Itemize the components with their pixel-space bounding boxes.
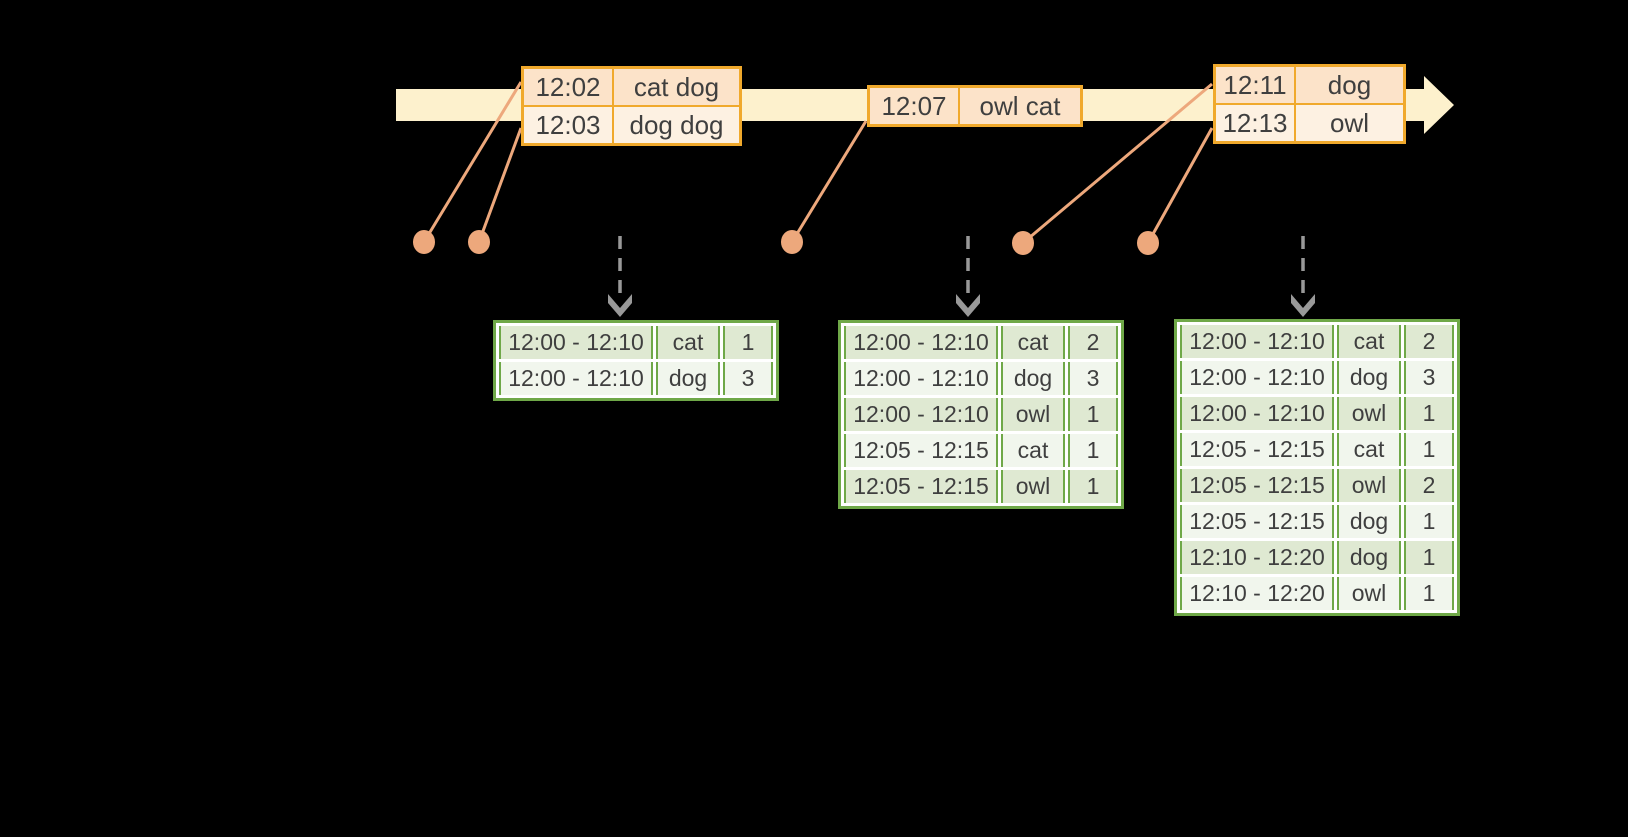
table-cell: 2 xyxy=(1404,469,1454,502)
event-dots xyxy=(413,230,1159,255)
dot-icon xyxy=(1012,231,1034,255)
table-cell: 1 xyxy=(1404,505,1454,538)
table-cell: owl xyxy=(1337,397,1401,430)
dot-icon xyxy=(781,230,803,254)
table-cell: 3 xyxy=(1404,361,1454,394)
table-cell: 12:00 - 12:10 xyxy=(844,362,998,395)
table-cell: 1 xyxy=(1404,541,1454,574)
table-cell: 2 xyxy=(1068,326,1118,359)
dashed-down-arrow-icon xyxy=(608,294,632,317)
connector-line xyxy=(1146,127,1214,244)
table-cell: 12:00 - 12:10 xyxy=(1180,325,1334,358)
table-cell: 12:07 xyxy=(867,85,960,127)
table-cell: cat xyxy=(1337,325,1401,358)
dot-icon xyxy=(468,230,490,254)
dashed-down-arrow-icon xyxy=(956,294,980,317)
table-cell: 12:10 - 12:20 xyxy=(1180,577,1334,610)
connector-line xyxy=(790,120,868,243)
table-cell: 1 xyxy=(1068,434,1118,467)
dashed-down-arrow-icon xyxy=(1291,294,1315,317)
table-cell: 1 xyxy=(1404,397,1454,430)
dot-icon xyxy=(1137,231,1159,255)
table-cell: dog xyxy=(1337,505,1401,538)
table-cell: dog xyxy=(1001,362,1065,395)
timeline-arrowhead-icon xyxy=(1424,76,1454,134)
table-cell: 3 xyxy=(723,362,773,395)
table-cell: owl xyxy=(1337,577,1401,610)
table-cell: 12:02 xyxy=(521,66,614,107)
table-cell: dog xyxy=(1337,541,1401,574)
table-cell: 2 xyxy=(1404,325,1454,358)
table-cell: 12:05 - 12:15 xyxy=(844,434,998,467)
table-cell: 12:00 - 12:10 xyxy=(499,362,653,395)
table-cell: owl cat xyxy=(958,85,1083,127)
table-cell: cat xyxy=(1337,433,1401,466)
dot-icon xyxy=(413,230,435,254)
table-cell: dog xyxy=(656,362,720,395)
table-cell: 12:05 - 12:15 xyxy=(844,470,998,503)
table-cell: 12:00 - 12:10 xyxy=(844,398,998,431)
table-cell: 12:10 - 12:20 xyxy=(1180,541,1334,574)
connector-line xyxy=(477,127,523,243)
table-cell: cat xyxy=(656,326,720,359)
trigger-arrowheads xyxy=(608,294,1315,317)
table-cell: 1 xyxy=(1068,398,1118,431)
table-cell: owl xyxy=(1294,103,1406,144)
table-cell: 3 xyxy=(1068,362,1118,395)
table-cell: 12:00 - 12:10 xyxy=(1180,397,1334,430)
table-cell: 12:13 xyxy=(1213,103,1296,144)
table-cell: 12:05 - 12:15 xyxy=(1180,433,1334,466)
table-cell: owl xyxy=(1001,398,1065,431)
table-cell: owl xyxy=(1337,469,1401,502)
table-cell: 12:00 - 12:10 xyxy=(1180,361,1334,394)
table-cell: 12:00 - 12:10 xyxy=(499,326,653,359)
table-cell: 12:00 - 12:10 xyxy=(844,326,998,359)
table-cell: dog xyxy=(1294,64,1406,105)
table-cell: cat xyxy=(1001,326,1065,359)
table-cell: 12:03 xyxy=(521,105,614,146)
table-cell: 12:11 xyxy=(1213,64,1296,105)
table-cell: 1 xyxy=(1068,470,1118,503)
table-cell: dog dog xyxy=(612,105,742,146)
table-cell: cat dog xyxy=(612,66,742,107)
table-cell: 12:05 - 12:15 xyxy=(1180,469,1334,502)
table-cell: 12:05 - 12:15 xyxy=(1180,505,1334,538)
table-cell: owl xyxy=(1001,470,1065,503)
table-cell: dog xyxy=(1337,361,1401,394)
table-cell: 1 xyxy=(723,326,773,359)
table-cell: cat xyxy=(1001,434,1065,467)
trigger-arrow-lines xyxy=(618,236,1305,296)
table-cell: 1 xyxy=(1404,577,1454,610)
table-cell: 1 xyxy=(1404,433,1454,466)
